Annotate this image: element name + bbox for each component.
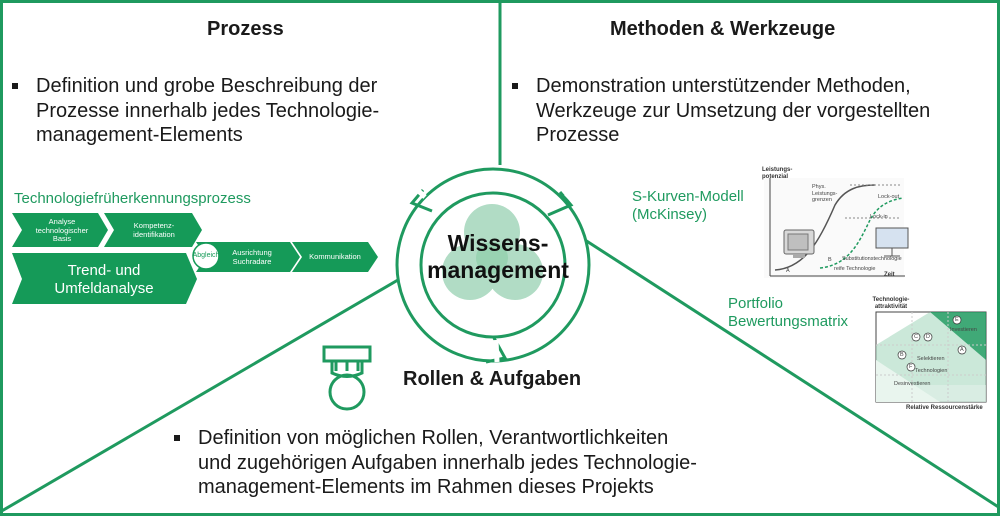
center-line-2: management (427, 257, 569, 283)
process-diagram-title: Technologiefrüherkennungsprozess (14, 190, 251, 207)
s-curve-phys-limits: Phys. Leistungs- grenzen (812, 184, 838, 203)
portfolio-point-c: C (914, 334, 918, 340)
portfolio-zone-invest: Investieren (950, 327, 977, 333)
s-curve-label: S-Kurven-Modell (McKinsey) (632, 188, 744, 223)
portfolio-zone-select: Selektieren (917, 356, 945, 362)
roles-bullet: Definition von möglichen Rollen, Verantw… (170, 426, 697, 500)
process-bullet: Definition und grobe Beschreibung der Pr… (8, 74, 379, 148)
portfolio-matrix (875, 311, 987, 403)
s-curve-point-b: B (828, 257, 832, 263)
process-bullets: Definition und grobe Beschreibung der Pr… (8, 74, 379, 148)
portfolio-point-b: B (900, 352, 904, 358)
s-curve-old-tech: reife Technologie (834, 266, 876, 272)
portfolio-point-label: Technologien (915, 368, 948, 374)
s-curve-y-axis: Leistungs- potenzial (762, 167, 793, 180)
chevron-step-2: Kompetenz- identifikation (133, 221, 175, 239)
center-label: Wissens- management (413, 230, 583, 284)
heading-roles: Rollen & Aufgaben (403, 368, 582, 390)
chevron-step-4: Kommunikation (309, 252, 361, 261)
portfolio-x-axis: Relative Ressourcenstärke (906, 405, 983, 411)
portfolio-zone-divest: Desinvestieren (894, 381, 931, 387)
portfolio-point-a: A (960, 347, 964, 353)
process-chevrons (12, 213, 378, 304)
s-curve-chart (764, 178, 909, 278)
center-line-1: Wissens- (447, 230, 549, 256)
s-curve-substitute: Substitutionstechnologie (842, 256, 902, 262)
s-curve-lock-in: Lock-in (870, 214, 888, 220)
chevron-big-step: Trend- und Umfeldanalyse (54, 262, 154, 297)
chevron-step-3: Ausrichtung Suchradare (232, 248, 272, 266)
portfolio-point-e: E (955, 317, 959, 323)
heading-methods: Methoden & Werkzeuge (610, 18, 836, 40)
portfolio-point-f: F (909, 364, 913, 370)
portfolio-point-d: D (926, 334, 930, 340)
roles-bullets: Definition von möglichen Rollen, Verantw… (170, 426, 697, 500)
portfolio-y-axis: Technologie- attraktivität (872, 297, 910, 310)
chevron-step-1: Analyse technologischer Basis (35, 217, 89, 243)
methods-bullet: Demonstration unterstützender Methoden, … (508, 74, 930, 148)
divider-right (584, 238, 1000, 510)
knowledge-blob (442, 204, 543, 300)
s-curve-x-axis: Zeit (884, 272, 895, 278)
sync-label: Abgleich (192, 252, 220, 259)
s-curve-lock-out: Lock-out (878, 194, 900, 200)
portfolio-label: Portfolio Bewertungsmatrix (728, 295, 849, 330)
medal-icon (322, 345, 372, 411)
divider-left (0, 268, 416, 514)
methods-bullets: Demonstration unterstützender Methoden, … (508, 74, 930, 148)
s-curve-point-a: A (786, 268, 790, 274)
heading-process: Prozess (207, 18, 284, 40)
